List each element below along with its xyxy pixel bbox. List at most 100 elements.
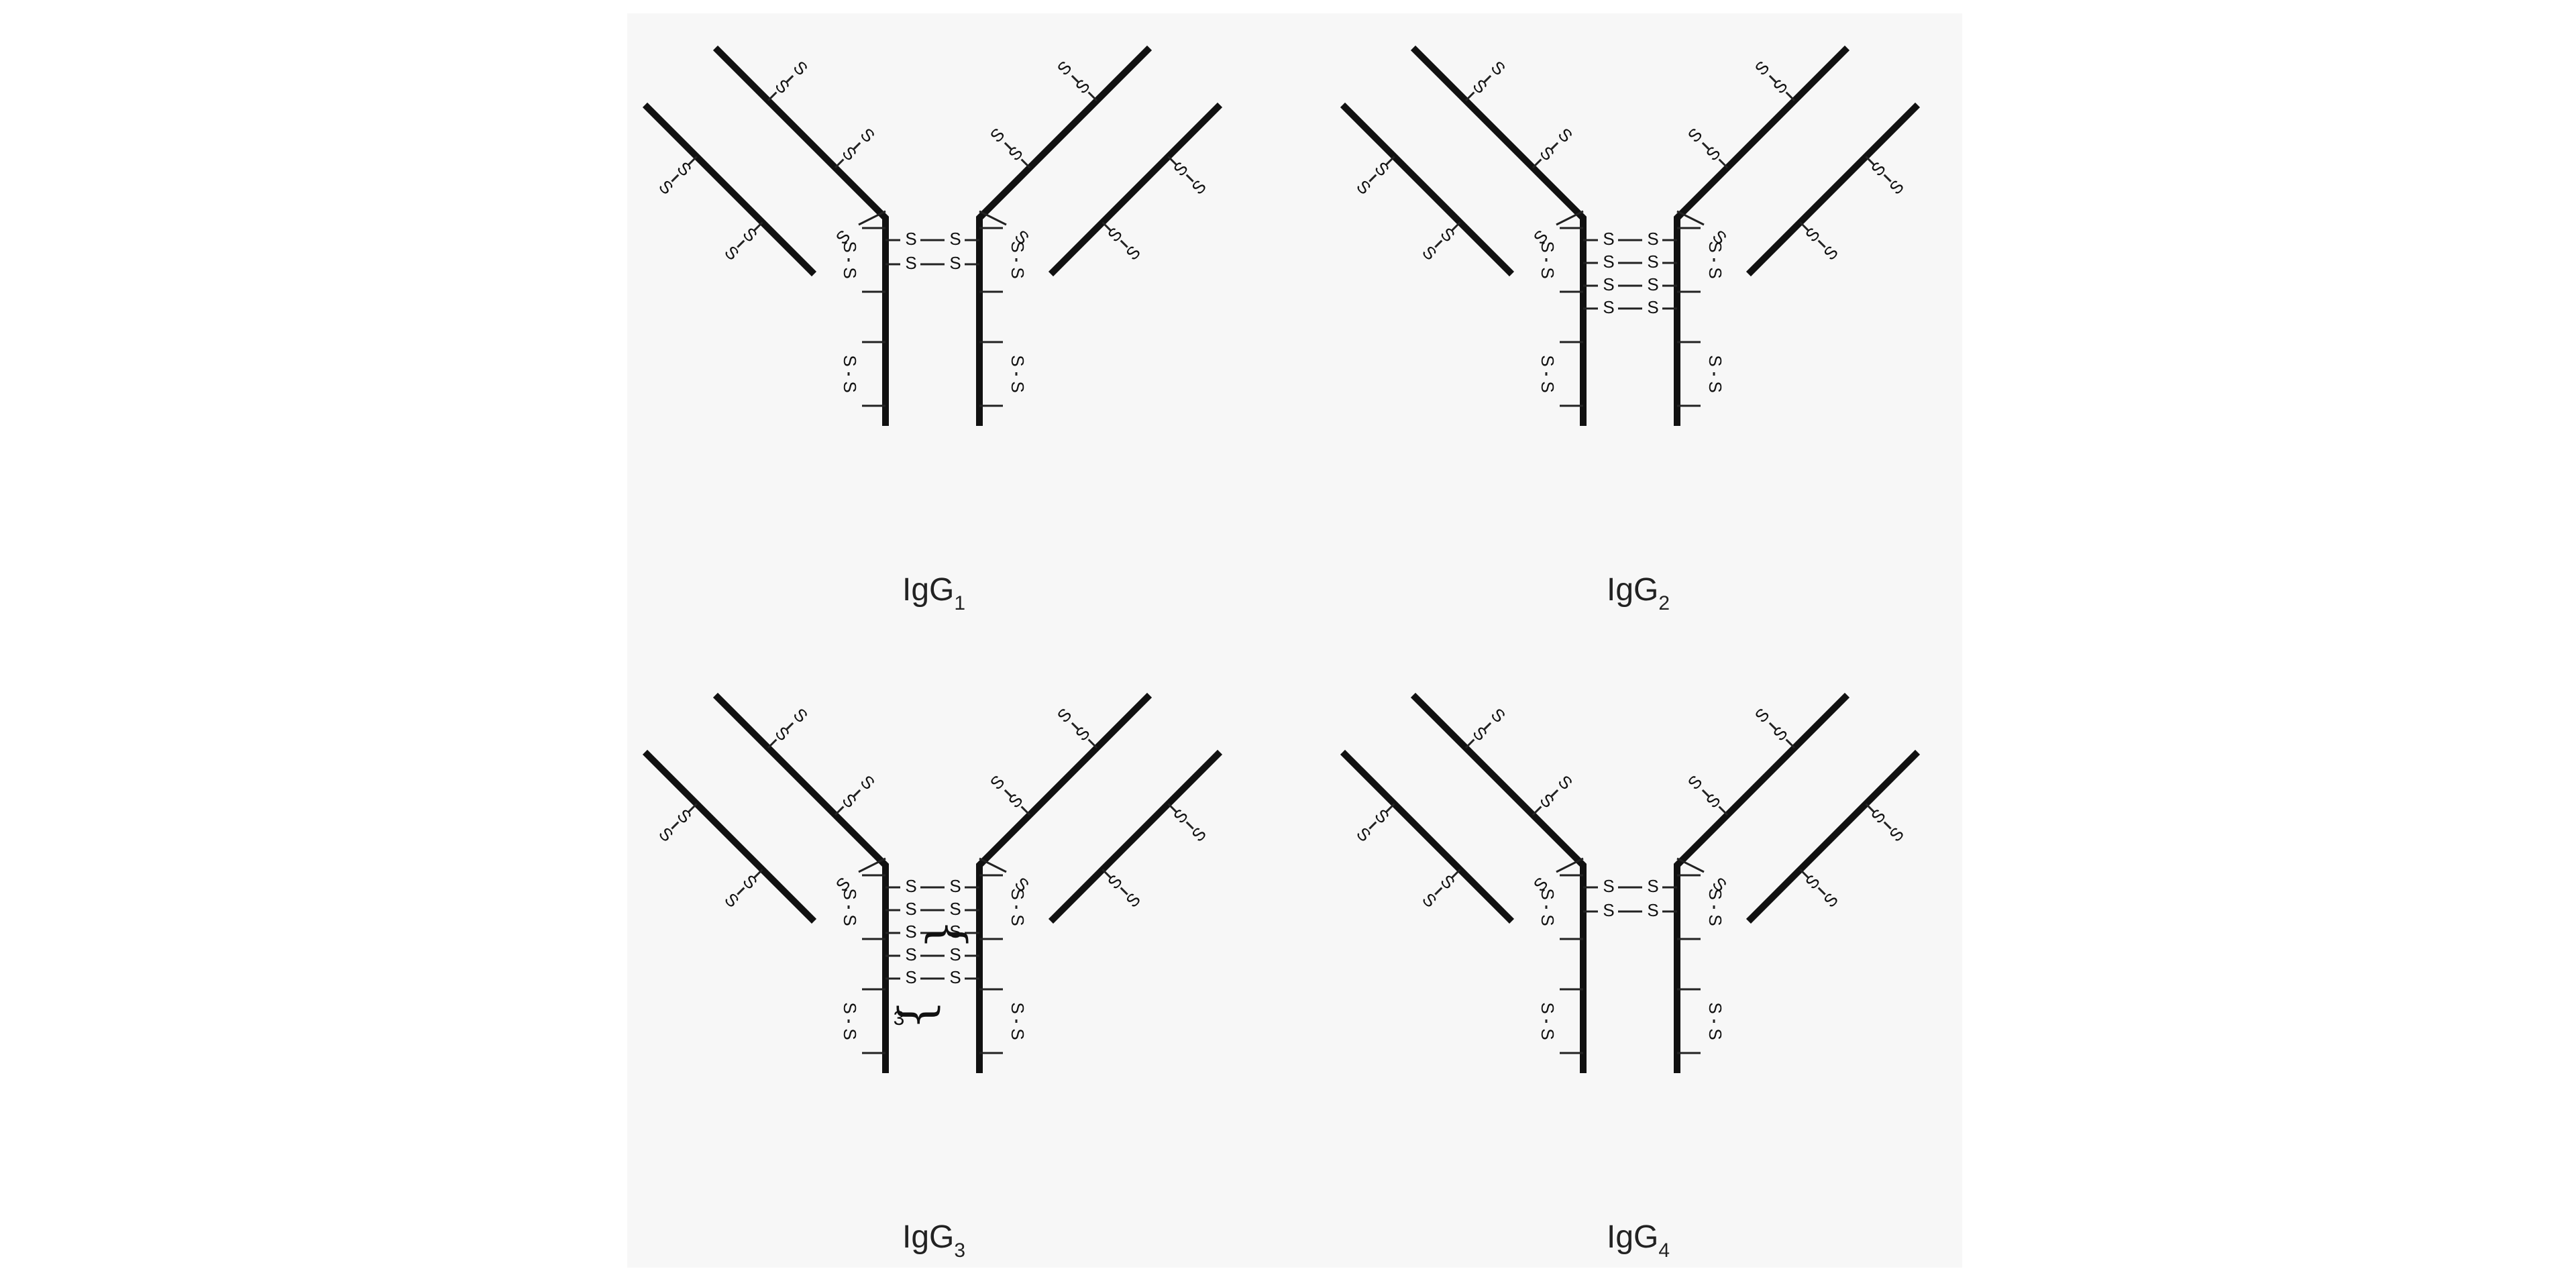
sulfur-label: S	[949, 876, 961, 896]
disulfide-bond-line	[753, 869, 763, 879]
disulfide-bond-line	[1701, 142, 1710, 150]
sulfur-label: S	[1603, 229, 1614, 249]
sulfur-label: S	[1008, 1002, 1028, 1013]
sulfur-label: S	[1705, 267, 1725, 278]
disulfide-bond-line	[1004, 789, 1012, 797]
disulfide-bond-line	[1550, 142, 1559, 150]
heavy-chain-left	[712, 692, 889, 1073]
light-chain-left	[1340, 749, 1515, 924]
disulfide-bond-line	[767, 738, 777, 749]
sulfur-label: S	[1538, 381, 1558, 392]
disulfide-bond-line	[1020, 806, 1031, 816]
sulfur-label: S	[1603, 252, 1614, 272]
disulfide-bond-line	[1368, 821, 1377, 830]
disulfide-bond-line	[1120, 239, 1128, 248]
sulfur-label: S	[840, 1002, 860, 1013]
disulfide-bond-line	[737, 887, 745, 895]
disulfide-bond-line	[1556, 857, 1584, 873]
disulfide-bond-line	[1718, 158, 1729, 169]
disulfide-bond-line	[737, 239, 745, 248]
disulfide-bond-line	[1185, 174, 1194, 182]
sulfur-label: S	[1705, 914, 1725, 926]
disulfide-bond-line	[1451, 221, 1461, 231]
disulfide-bond-line	[1817, 887, 1826, 895]
sulfur-label: S	[1008, 381, 1028, 392]
sulfur-label: S	[1008, 355, 1028, 366]
light-chain-left	[642, 749, 817, 924]
disulfide-bond-line	[1785, 738, 1796, 749]
sulfur-label: S	[1538, 914, 1558, 926]
sulfur-label: S	[840, 267, 860, 278]
igg4-caption: IgG4	[1607, 1219, 1670, 1262]
disulfide-bond-line	[1550, 789, 1559, 797]
disulfide-bond-line	[1556, 210, 1584, 226]
disulfide-bond-line	[671, 174, 680, 182]
disulfide-bond-line	[753, 221, 763, 231]
heavy-chain-left	[1410, 692, 1587, 1073]
hinge-repeat-multiplier: 3	[894, 1007, 905, 1030]
sulfur-label: S	[840, 914, 860, 926]
disulfide-bond-line	[1071, 74, 1079, 83]
heavy-chain-left	[1410, 45, 1587, 426]
sulfur-label: S	[949, 229, 961, 249]
sulfur-label: S	[905, 944, 916, 964]
sulfur-label: S	[1705, 1002, 1725, 1013]
disulfide-bond-line	[979, 857, 1007, 873]
sulfur-label: S	[949, 922, 961, 942]
light-chain-left	[642, 102, 817, 277]
heavy-chain-right	[976, 45, 1152, 426]
disulfide-bond-line	[1464, 738, 1475, 749]
sulfur-label: S	[949, 899, 961, 919]
disulfide-bond-line	[1434, 239, 1443, 248]
hinge-brace-top: {	[921, 920, 976, 950]
disulfide-bond-line	[786, 74, 794, 83]
disulfide-bond-line	[1799, 869, 1809, 879]
sulfur-label: S	[840, 1028, 860, 1040]
sulfur-label: S	[1603, 876, 1614, 896]
disulfide-bond-line	[1004, 142, 1012, 150]
disulfide-bond-line	[1883, 821, 1892, 830]
sulfur-label: S	[1538, 1028, 1558, 1040]
disulfide-bond-line	[1676, 857, 1705, 873]
disulfide-bond-line	[834, 806, 845, 816]
disulfide-bond-line	[1167, 156, 1177, 166]
disulfide-bond-line	[1368, 174, 1377, 182]
sulfur-label: S	[840, 241, 860, 252]
light-chain-right	[1048, 102, 1223, 277]
sulfur-label: S	[1538, 888, 1558, 899]
disulfide-bond-line	[853, 789, 861, 797]
sulfur-label: S	[1647, 297, 1658, 317]
sulfur-label: S	[840, 888, 860, 899]
disulfide-bond-line	[853, 142, 861, 150]
disulfide-bond-line	[834, 158, 845, 169]
sulfur-label: S	[905, 967, 916, 987]
disulfide-bond-line	[1676, 210, 1705, 226]
sulfur-label: S	[840, 381, 860, 392]
light-chain-left	[1340, 102, 1515, 277]
sulfur-label: S	[905, 899, 916, 919]
disulfide-bond-line	[1464, 91, 1475, 102]
sulfur-label: S	[1008, 914, 1028, 926]
sulfur-label: S	[949, 967, 961, 987]
disulfide-bond-line	[671, 821, 680, 830]
disulfide-bond-line	[1102, 221, 1112, 231]
igg2-caption: IgG2	[1607, 572, 1670, 614]
disulfide-bond-line	[1385, 803, 1395, 813]
disulfide-bond-line	[1120, 887, 1128, 895]
disulfide-bond-line	[1434, 887, 1443, 895]
sulfur-label: S	[1538, 355, 1558, 366]
sulfur-label: S	[1603, 900, 1614, 920]
sulfur-label: S	[1647, 900, 1658, 920]
sulfur-label: S	[1008, 241, 1028, 252]
disulfide-bond-line	[1451, 869, 1461, 879]
disulfide-bond-line	[767, 91, 777, 102]
disulfide-bond-line	[1087, 91, 1098, 102]
light-chain-right	[1048, 749, 1223, 924]
sulfur-label: S	[1705, 355, 1725, 366]
heavy-chain-right	[1674, 45, 1850, 426]
